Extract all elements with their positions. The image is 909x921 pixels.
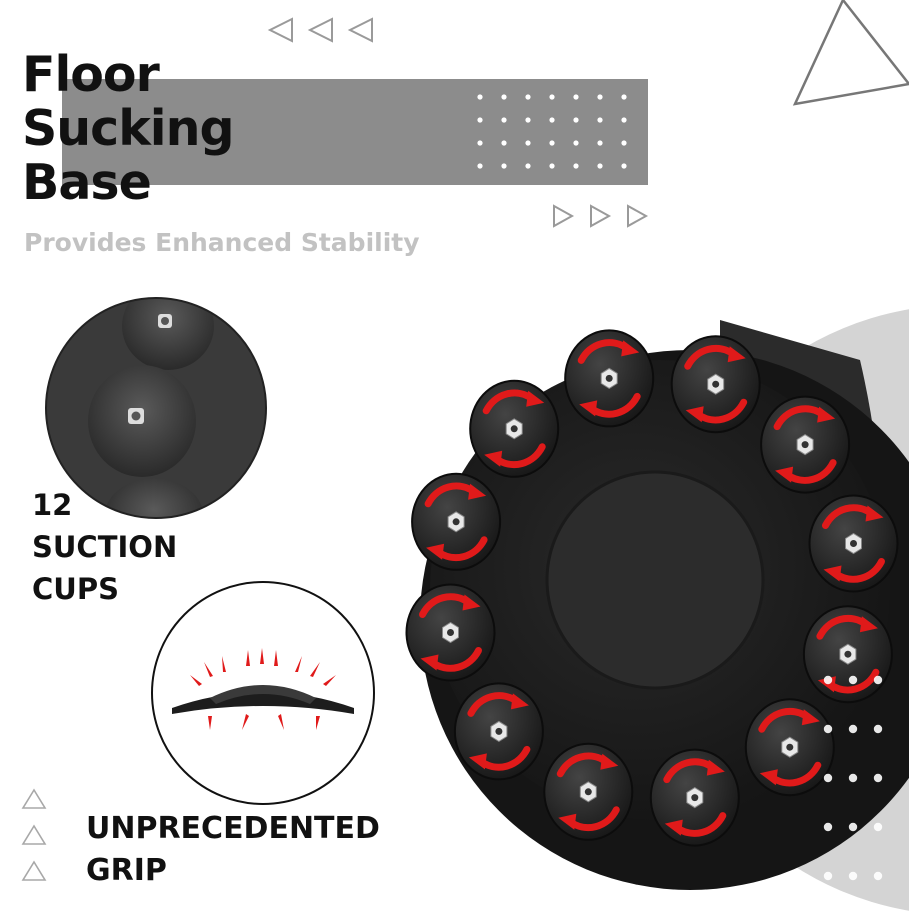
suction-cup [760, 395, 851, 494]
suction-cup [670, 335, 761, 434]
suction-cups-callout: 12 SUCTION CUPS [32, 484, 177, 610]
suction-cup [405, 583, 496, 682]
suction-cup [543, 742, 634, 841]
base-center-disc [545, 470, 765, 690]
pressure-arrows-icon [190, 648, 336, 730]
suction-cup [453, 682, 544, 781]
small-triangles-icon [21, 788, 47, 881]
suction-base-image [405, 320, 909, 921]
headline-line-3: Base [22, 154, 152, 211]
suction-cup [564, 329, 655, 428]
headline-line-2: Sucking [22, 100, 235, 157]
suction-callout-line-1: 12 [32, 488, 73, 522]
banner-dot-grid [477, 94, 627, 169]
headline: Floor Sucking Base [22, 46, 235, 211]
subheadline: Provides Enhanced Stability [24, 228, 420, 257]
grip-diagram [151, 581, 375, 805]
side-dot-grid [823, 675, 883, 921]
suction-cup [411, 472, 502, 571]
suction-cup [649, 748, 740, 847]
grip-callout-line-2: GRIP [86, 853, 167, 888]
headline-line-1: Floor [22, 46, 160, 103]
left-triangles-icon [267, 17, 373, 43]
suction-cup [808, 494, 899, 593]
outline-triangle-icon [792, 0, 909, 106]
suction-cup [469, 379, 560, 478]
suction-cup [802, 605, 893, 704]
grip-callout: UNPRECEDENTED GRIP [86, 808, 380, 892]
grip-callout-line-1: UNPRECEDENTED [86, 811, 380, 846]
suction-callout-line-2: SUCTION [32, 530, 178, 564]
suction-cups-zoom-image [45, 297, 267, 519]
right-triangles-icon [553, 204, 649, 228]
suction-callout-line-3: CUPS [32, 572, 119, 606]
suction-cup [744, 698, 835, 797]
